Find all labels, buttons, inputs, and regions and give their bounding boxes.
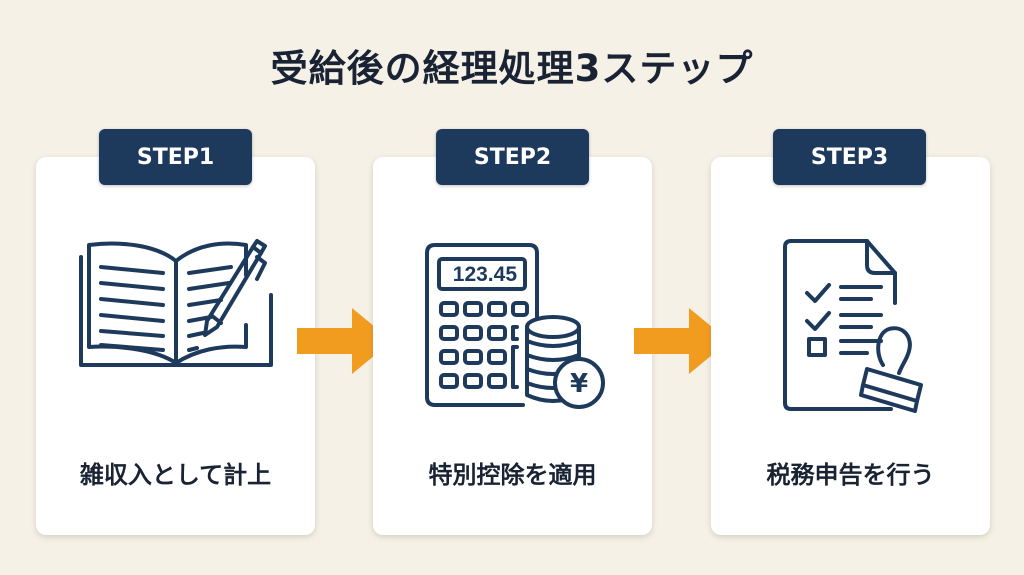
step2-badge: STEP2 [436, 129, 589, 185]
step3-card: 税務申告を行う [711, 157, 990, 535]
step3-label: 税務申告を行う [766, 461, 935, 489]
step2-card: 123.45 ¥ 特別控除を適用 [373, 157, 652, 535]
right-arrow-icon [297, 308, 392, 374]
checklist-document-with-stamp-icon [711, 235, 990, 415]
open-book-with-pen-icon [36, 235, 315, 415]
step1-card: 雑収入として計上 [36, 157, 315, 535]
calculator-display: 123.45 [452, 263, 517, 286]
yen-symbol: ¥ [569, 369, 587, 399]
right-arrow-icon [634, 308, 729, 374]
step2-label: 特別控除を適用 [428, 461, 597, 489]
step3-badge: STEP3 [773, 129, 926, 185]
calculator-with-yen-coins-icon: 123.45 ¥ [373, 235, 652, 415]
page-title: 受給後の経理処理3ステップ [270, 47, 754, 90]
step1-badge: STEP1 [99, 129, 252, 185]
step1-label: 雑収入として計上 [79, 461, 272, 489]
